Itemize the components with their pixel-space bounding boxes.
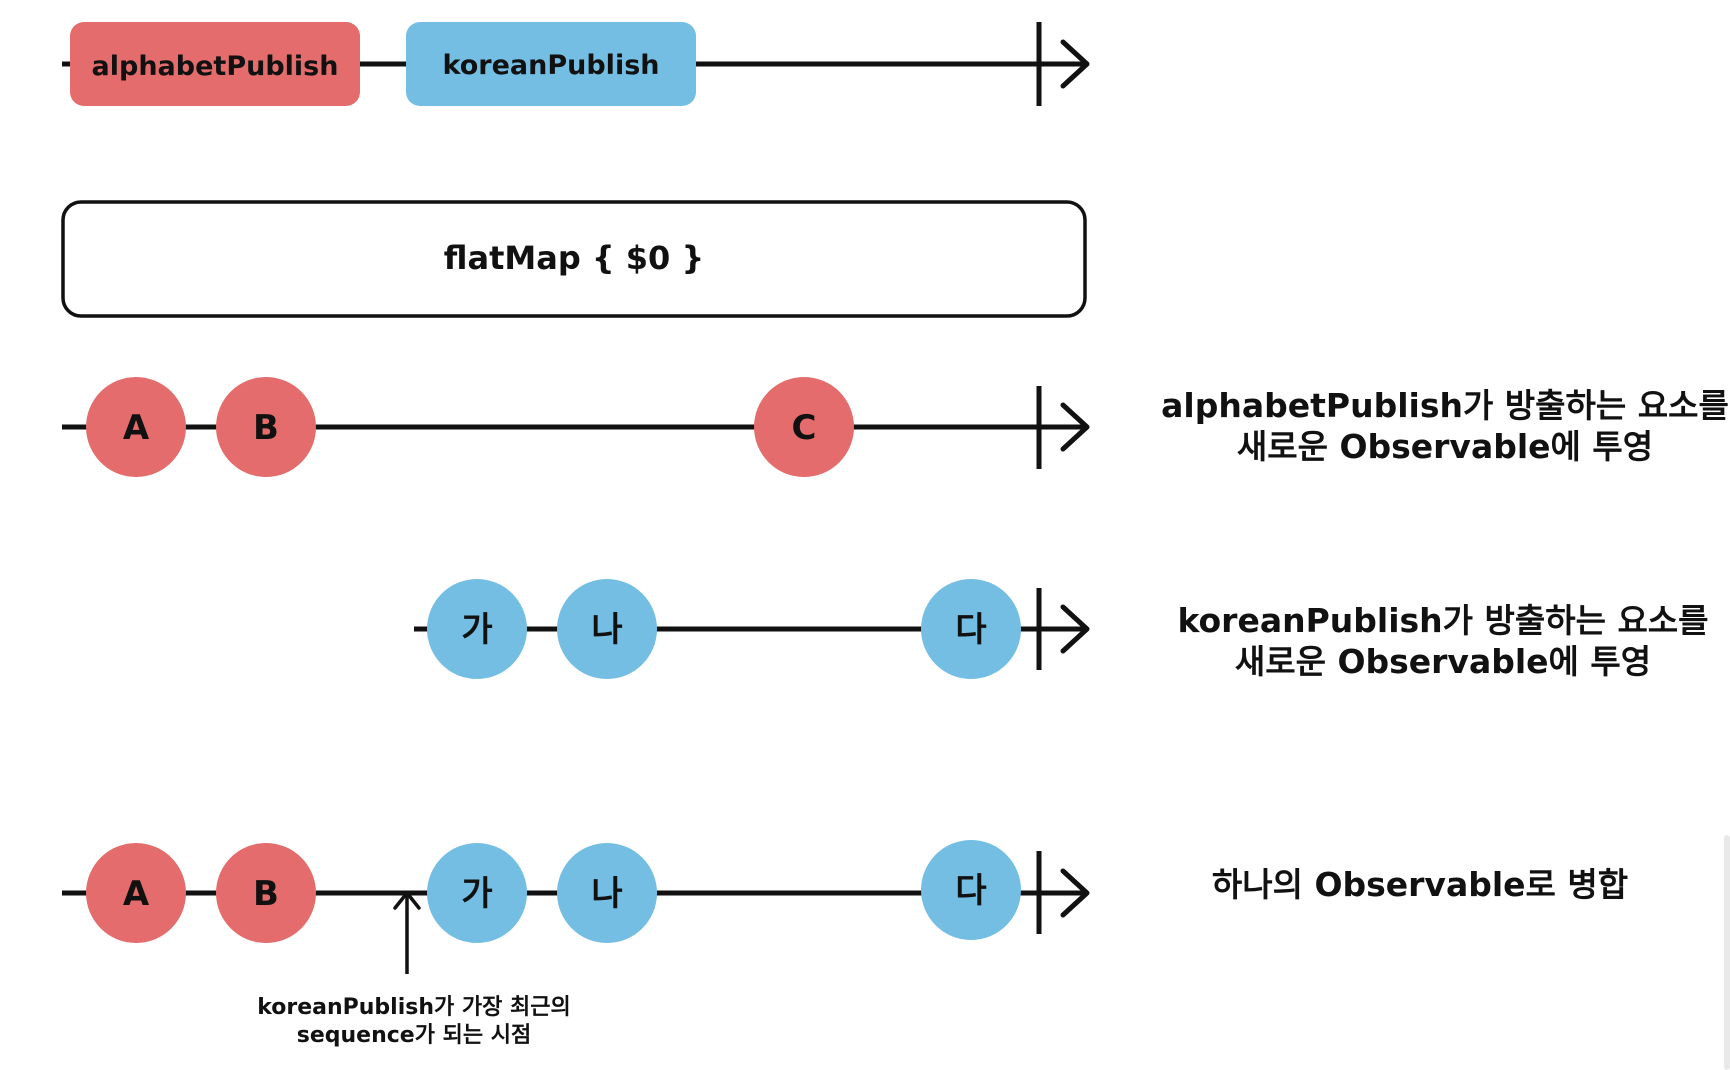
alphabet-row: A B C alphabetPublish가 방출하는 요소를 새로운 Observ…	[62, 377, 1729, 477]
merged-0-marble	[86, 843, 186, 943]
alphabet-arrowhead	[1060, 402, 1090, 452]
alphabet-caption-line2: 새로운 Observable에 투영	[1237, 427, 1653, 466]
operator-box: flatMap { $0 }	[61, 200, 1087, 318]
source-row: alphabetPublish koreanPublish	[62, 22, 1090, 106]
alphabet-2-marble	[754, 377, 854, 477]
merged-3-marble-label: 나	[591, 874, 622, 914]
korean-0-marble	[427, 579, 527, 679]
merged-1-marble	[216, 843, 316, 943]
merged-row: A B 가 나 다 하나의 Observable로 병합 koreanPublish가 …	[62, 840, 1628, 1048]
merged-3-marble	[557, 843, 657, 943]
merged-2-marble-label: 가	[461, 874, 492, 914]
alphabet-publish-box	[70, 22, 360, 106]
alphabet-2-marble-label: C	[792, 408, 817, 448]
switch-annotation-line2: sequence가 되는 시점	[297, 1023, 532, 1048]
korean-2-marble	[921, 579, 1021, 679]
korean-publish-label: koreanPublish	[443, 50, 660, 81]
korean-1-marble	[557, 579, 657, 679]
window-edge-scrollbar[interactable]	[1724, 835, 1730, 1070]
korean-caption-line1: koreanPublish가 방출하는 요소를	[1177, 601, 1708, 640]
merged-4-marble	[921, 840, 1021, 940]
korean-1-marble-label: 나	[591, 610, 622, 650]
alphabet-1-marble-label: B	[253, 408, 279, 448]
merged-0-marble-label: A	[123, 874, 150, 914]
switch-annotation-line1: koreanPublish가 가장 최근의	[257, 995, 571, 1020]
merged-caption: 하나의 Observable로 병합	[1212, 865, 1628, 904]
alphabet-publish-label: alphabetPublish	[92, 51, 339, 82]
merged-1-marble-label: B	[253, 874, 279, 914]
merged-2-marble	[427, 843, 527, 943]
korean-row: 가 나 다 koreanPublish가 방출하는 요소를 새로운 Observab…	[414, 579, 1709, 681]
korean-2-marble-label: 다	[955, 610, 986, 650]
switch-point-arrowhead	[393, 891, 421, 910]
korean-publish-box	[406, 22, 696, 106]
operator-label: flatMap { $0 }	[444, 239, 704, 277]
source-arrowhead	[1060, 39, 1090, 89]
korean-arrowhead	[1060, 604, 1090, 654]
merged-4-marble-label: 다	[955, 871, 986, 911]
operator-frame	[61, 200, 1087, 318]
korean-0-marble-label: 가	[461, 610, 492, 650]
alphabet-1-marble	[216, 377, 316, 477]
alphabet-0-marble-label: A	[123, 408, 150, 448]
alphabet-caption-line1: alphabetPublish가 방출하는 요소를	[1161, 386, 1729, 425]
merged-arrowhead	[1060, 868, 1090, 918]
alphabet-0-marble	[86, 377, 186, 477]
korean-caption-line2: 새로운 Observable에 투영	[1235, 642, 1651, 681]
